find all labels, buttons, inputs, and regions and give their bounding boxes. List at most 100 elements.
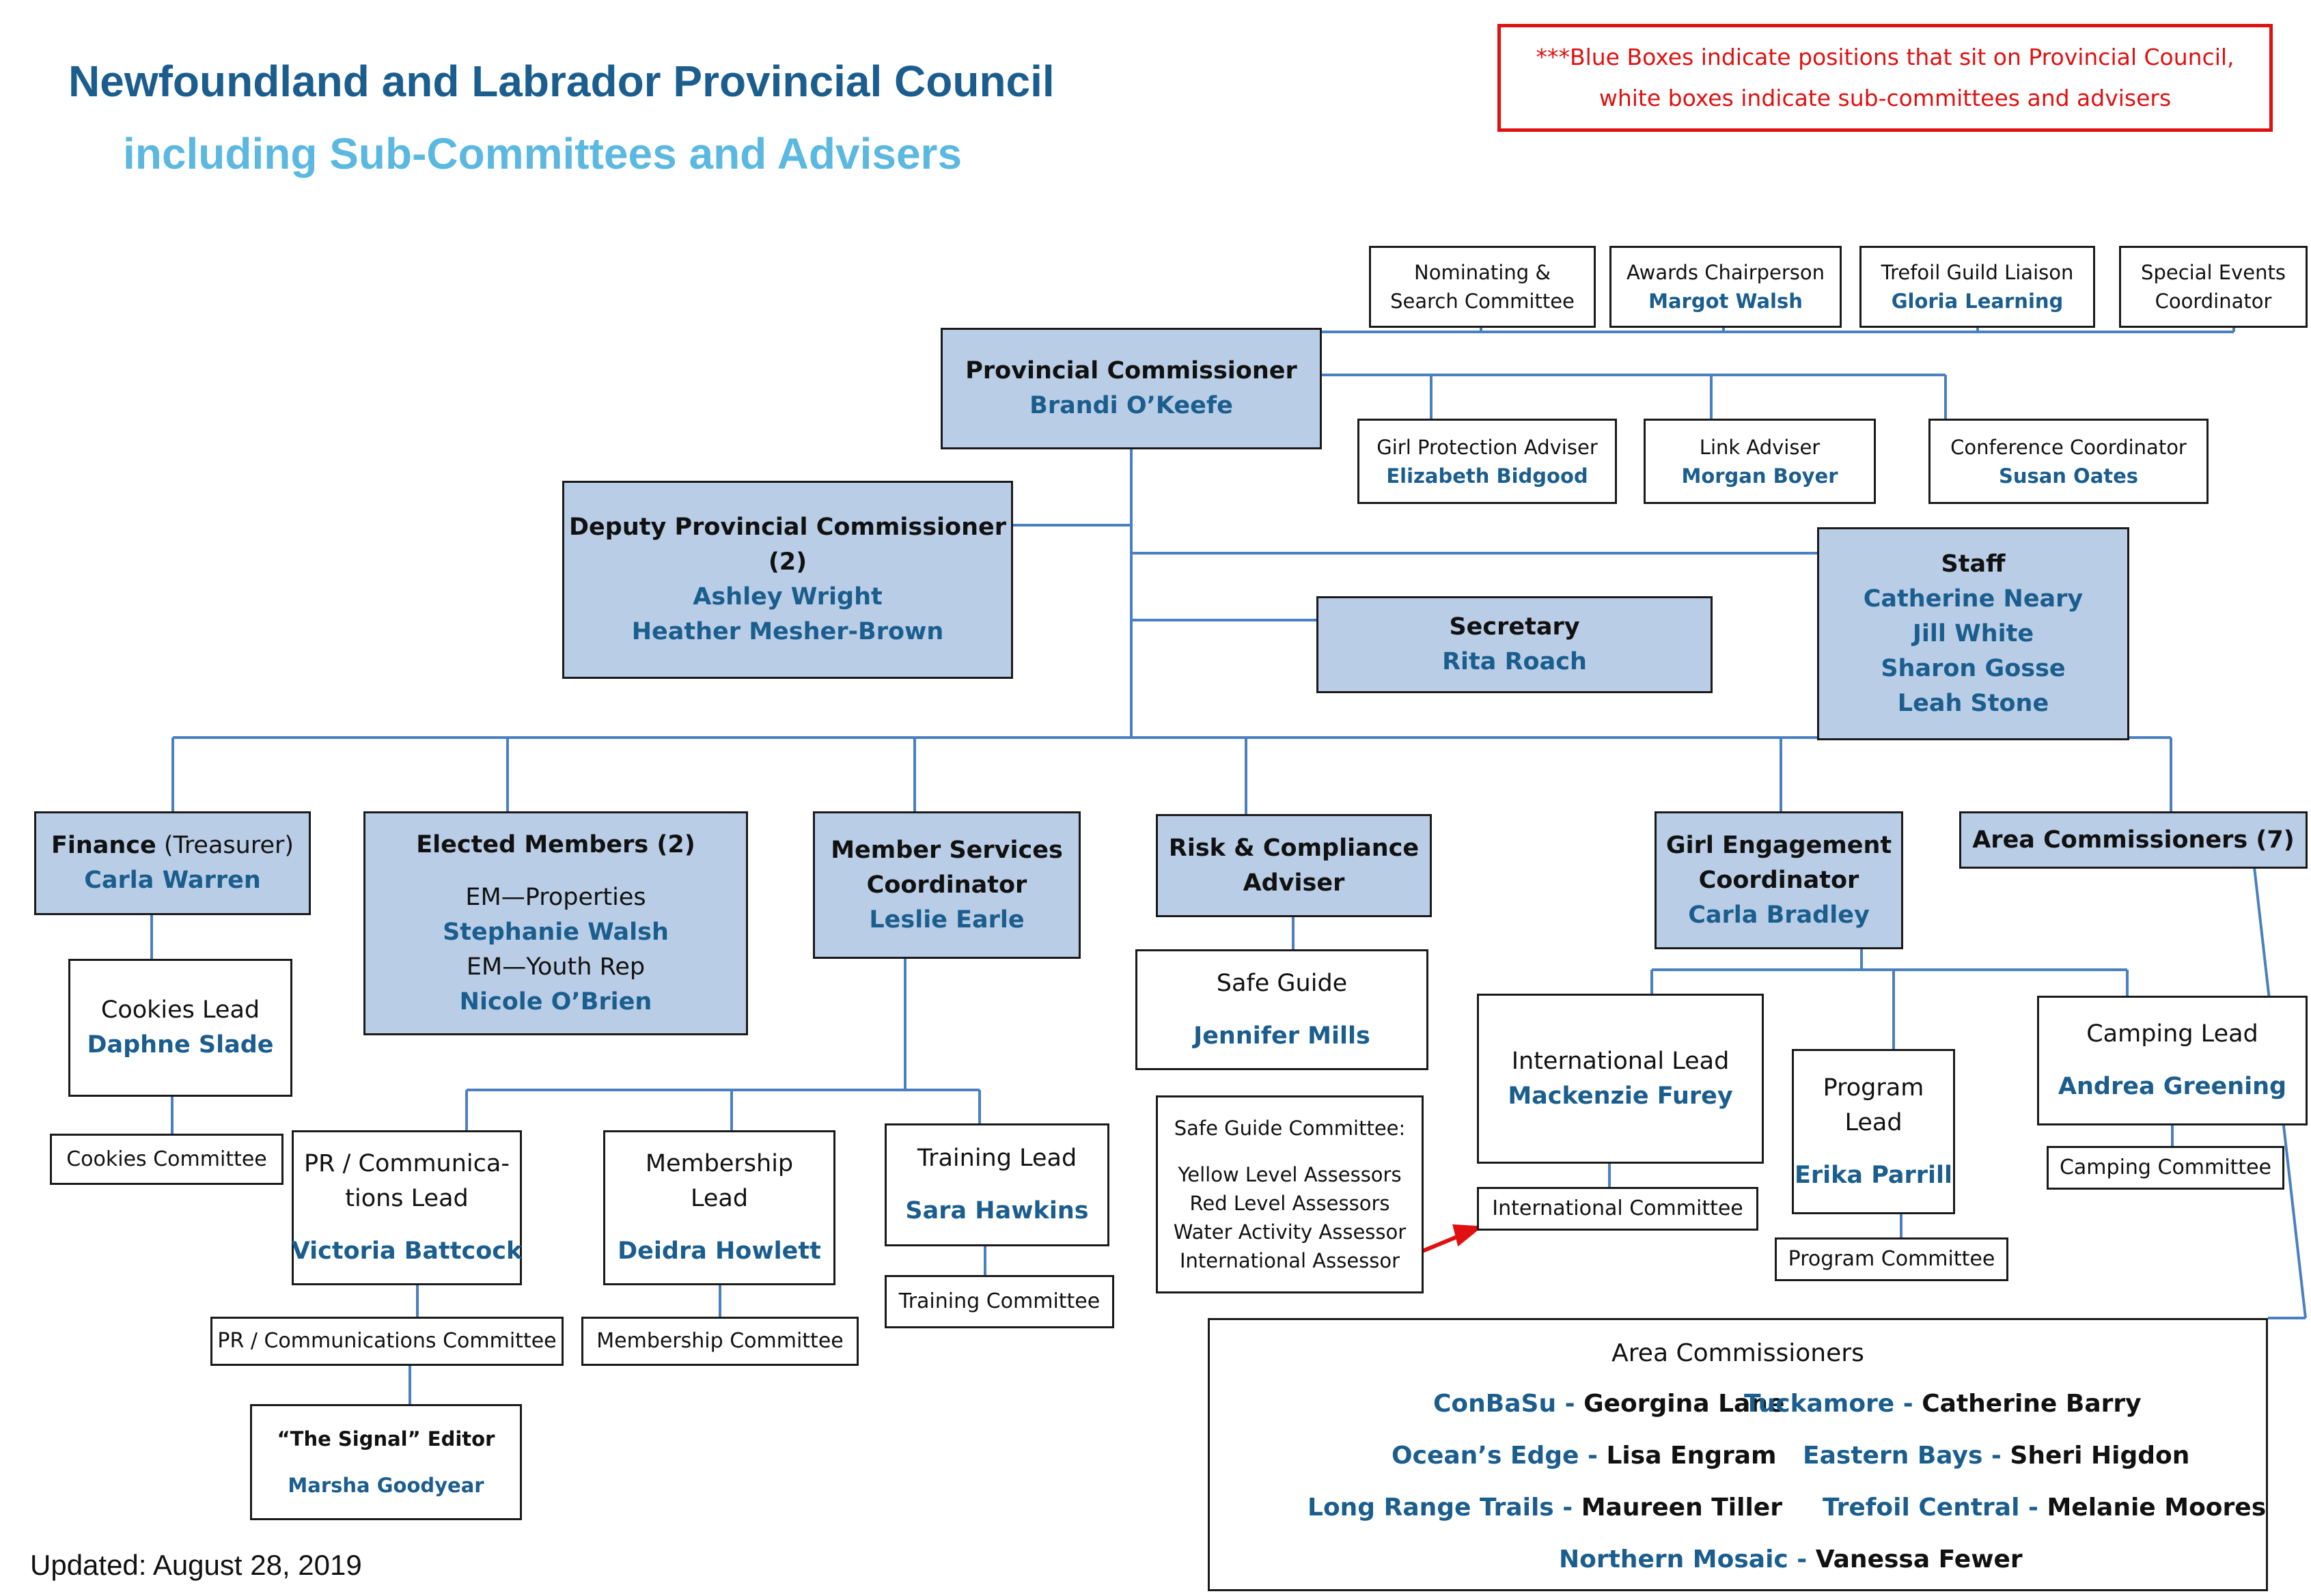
box-label: Training Lead: [917, 1145, 1077, 1172]
box-label: Coordinator: [1698, 866, 1859, 894]
box-label: Adviser: [1243, 869, 1345, 897]
person-name: Nicole O’Brien: [459, 988, 652, 1016]
box-label-suffix: (Treasurer): [156, 832, 294, 859]
region-name: Eastern Bays -: [1803, 1442, 2010, 1470]
person-name: Lisa Engram: [1606, 1442, 1777, 1470]
list-item: Eastern Bays - Sheri Higdon: [1803, 1442, 2189, 1470]
box-label: Finance: [51, 832, 156, 859]
box-label: Secretary: [1449, 613, 1580, 641]
membership-lead-box: Membership Lead Deidra Howlett: [603, 1130, 835, 1285]
box-label: Risk & Compliance: [1168, 834, 1420, 862]
risk-compliance-adviser-box: Risk & Compliance Adviser: [1156, 814, 1432, 917]
list-item: Yellow Level Assessors: [1178, 1163, 1402, 1186]
person-name: Susan Oates: [1998, 464, 2139, 488]
region-name: Trefoil Central -: [1823, 1494, 2047, 1522]
box-label: Area Commissioners (7): [1972, 826, 2295, 854]
box-label: EM—Youth Rep: [466, 953, 646, 981]
person-name: Elizabeth Bidgood: [1386, 464, 1588, 488]
box-label: Cookies Lead: [100, 996, 260, 1024]
pr-communications-committee-box: PR / Communications Committee: [210, 1317, 564, 1366]
training-lead-box: Training Lead Sara Hawkins: [885, 1123, 1109, 1246]
legend-line: white boxes indicate sub-committees and …: [1599, 85, 2172, 111]
box-label: Trefoil Guild Liaison: [1881, 261, 2074, 284]
program-committee-box: Program Committee: [1775, 1237, 2008, 1281]
list-item: Long Range Trails - Maureen Tiller: [1307, 1494, 1782, 1522]
secretary-box: Secretary Rita Roach: [1316, 596, 1713, 693]
list-item: Trefoil Central - Melanie Moores: [1823, 1494, 2266, 1522]
region-name: Ocean’s Edge -: [1392, 1442, 1607, 1470]
box-label: Search Committee: [1390, 290, 1575, 313]
box-label: International Committee: [1492, 1196, 1743, 1220]
person-name: Carla Warren: [84, 867, 261, 894]
person-name: Stephanie Walsh: [443, 918, 669, 946]
program-lead-box: Program Lead Erika Parrill: [1792, 1049, 1955, 1214]
provincial-commissioner-box: Provincial Commissioner Brandi O’Keefe: [941, 328, 1322, 449]
legend-line: ***Blue Boxes indicate positions that si…: [1536, 44, 2234, 70]
person-name: Leslie Earle: [869, 906, 1025, 934]
person-name: Maureen Tiller: [1581, 1494, 1782, 1522]
person-name: Andrea Greening: [2058, 1073, 2287, 1100]
person-name: Georgina Lane: [1583, 1390, 1785, 1418]
box-label: PR / Communications Committee: [217, 1329, 557, 1353]
box-label: Awards Chairperson: [1626, 261, 1825, 284]
region-name: ConBaSu -: [1433, 1390, 1584, 1418]
finance-box: Finance (Treasurer) Carla Warren: [34, 811, 311, 915]
cookies-committee-box: Cookies Committee: [50, 1134, 283, 1185]
camping-lead-box: Camping Lead Andrea Greening: [2037, 996, 2308, 1125]
person-name: Carla Bradley: [1688, 901, 1870, 929]
person-name: Sara Hawkins: [905, 1197, 1089, 1224]
box-label: Program Committee: [1788, 1247, 1995, 1271]
box-label: Lead: [1844, 1108, 1902, 1136]
box-label: Nominating &: [1414, 261, 1551, 284]
person-name: Margot Walsh: [1648, 290, 1803, 313]
cookies-lead-box: Cookies Lead Daphne Slade: [68, 959, 292, 1097]
box-label: Membership Committee: [596, 1329, 844, 1353]
person-name: Rita Roach: [1442, 648, 1587, 675]
person-name: Ashley Wright: [693, 583, 883, 611]
person-name: Daphne Slade: [87, 1031, 274, 1059]
box-label: Special Events: [2141, 261, 2286, 284]
page-subtitle: including Sub-Committees and Advisers: [123, 129, 963, 178]
box-label: Coordinator: [866, 871, 1027, 899]
area-commissioners-list: Area Commissioners ConBaSu - Georgina La…: [1208, 1318, 2268, 1591]
box-label: Member Services: [831, 836, 1063, 864]
box-label: tions Lead: [345, 1185, 469, 1212]
elected-members-box: Elected Members (2) EM—Properties Stepha…: [363, 811, 748, 1035]
box-label: Training Committee: [898, 1289, 1101, 1313]
box-label: Cookies Committee: [66, 1147, 267, 1171]
box-label: Link Adviser: [1699, 435, 1821, 459]
box-label: Safe Guide: [1216, 969, 1348, 997]
person-name: Melanie Moores: [2047, 1494, 2267, 1522]
region-name: Northern Mosaic -: [1559, 1545, 1816, 1573]
international-lead-box: International Lead Mackenzie Furey: [1477, 994, 1764, 1164]
membership-committee-box: Membership Committee: [581, 1317, 859, 1366]
area-commissioners-box: Area Commissioners (7): [1959, 811, 2308, 869]
person-name: Vanessa Fewer: [1815, 1545, 2023, 1573]
person-name: Marsha Goodyear: [288, 1474, 484, 1497]
list-item: Water Activity Assessor: [1173, 1220, 1407, 1244]
box-label: Elected Members (2): [416, 830, 695, 858]
special-events-coordinator-box: Special Events Coordinator: [2119, 246, 2308, 328]
box-label: Program: [1823, 1074, 1924, 1102]
person-name: Gloria Learning: [1891, 290, 2064, 313]
box-label: Safe Guide Committee:: [1174, 1117, 1406, 1140]
box-label: International Lead: [1511, 1047, 1730, 1075]
person-name: Leah Stone: [1897, 689, 2049, 717]
legend-note: ***Blue Boxes indicate positions that si…: [1497, 24, 2273, 132]
box-label: Conference Coordinator: [1950, 435, 2187, 459]
safe-guide-committee-box: Safe Guide Committee: Yellow Level Asses…: [1156, 1095, 1424, 1293]
signal-editor-box: “The Signal” Editor Marsha Goodyear: [250, 1404, 522, 1520]
camping-committee-box: Camping Committee: [2047, 1146, 2284, 1190]
box-label: (2): [768, 548, 807, 576]
box-label: EM—Properties: [465, 883, 646, 911]
person-name: Erika Parrill: [1794, 1161, 1953, 1189]
international-committee-box: International Committee: [1477, 1187, 1758, 1231]
person-name: Catherine Neary: [1863, 585, 2084, 613]
pr-communications-lead-box: PR / Communica- tions Lead Victoria Batt…: [292, 1130, 522, 1285]
person-name: Deidra Howlett: [618, 1237, 821, 1265]
person-name: Morgan Boyer: [1681, 464, 1838, 488]
box-label: Camping Committee: [2059, 1156, 2272, 1179]
box-label: Camping Lead: [2086, 1020, 2258, 1048]
person-name: Mackenzie Furey: [1508, 1082, 1733, 1110]
person-name: Heather Mesher-Brown: [631, 618, 944, 645]
